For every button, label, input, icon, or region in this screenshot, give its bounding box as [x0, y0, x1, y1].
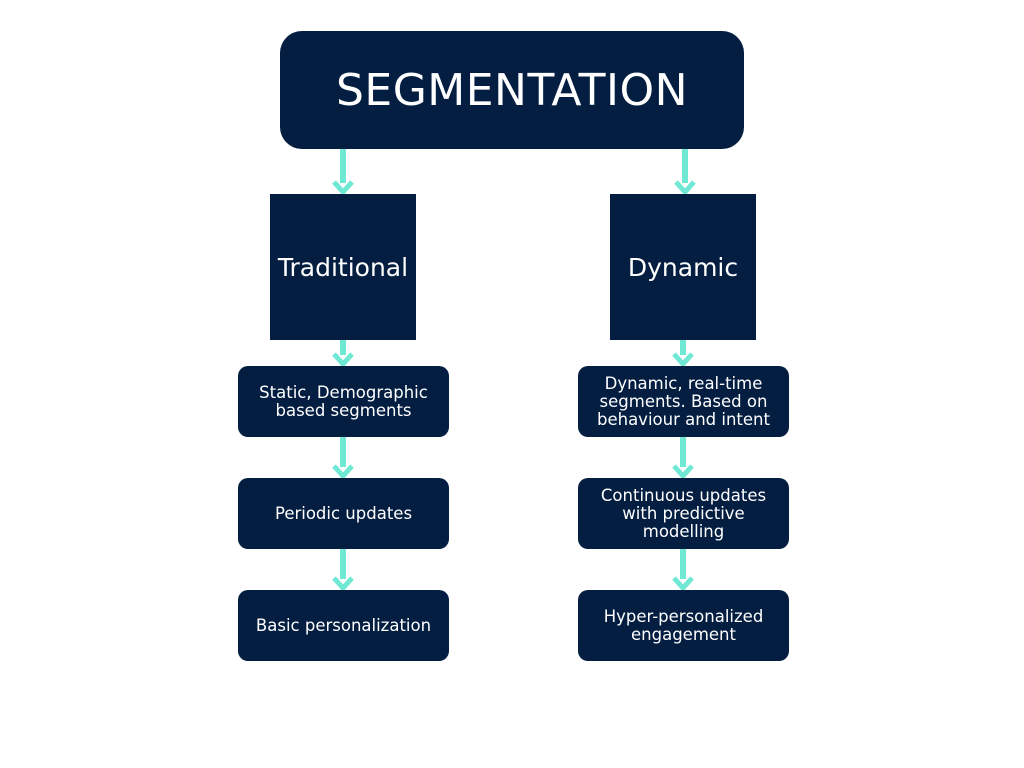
arrow-traditional-item-1-to-2 — [332, 437, 354, 480]
dynamic-item-2: Continuous updates with predictive model… — [578, 478, 789, 549]
arrow-traditional-to-item-1 — [332, 340, 354, 368]
item-label: Hyper-personalized engagement — [603, 606, 764, 644]
root-node-segmentation: SEGMENTATION — [280, 31, 744, 149]
arrow-dynamic-item-2-to-3 — [672, 549, 694, 592]
branch-node-dynamic: Dynamic — [610, 194, 756, 340]
branch-node-traditional: Traditional — [270, 194, 416, 340]
branch-node-label: Traditional — [277, 252, 409, 282]
item-label: Static, Demographic based segments — [259, 382, 428, 420]
traditional-item-2: Periodic updates — [238, 478, 449, 549]
traditional-item-3: Basic personalization — [238, 590, 449, 661]
dynamic-item-3: Hyper-personalized engagement — [578, 590, 789, 661]
item-label: Continuous updates with predictive model… — [600, 485, 767, 541]
dynamic-item-1: Dynamic, real-time segments. Based on be… — [578, 366, 789, 437]
root-node-label: SEGMENTATION — [335, 64, 689, 116]
traditional-item-1: Static, Demographic based segments — [238, 366, 449, 437]
item-label: Periodic updates — [274, 503, 413, 523]
arrow-dynamic-to-item-1 — [672, 340, 694, 368]
arrow-root-to-dynamic — [674, 149, 696, 196]
arrow-root-to-traditional — [332, 149, 354, 196]
branch-node-label: Dynamic — [627, 252, 739, 282]
item-label: Basic personalization — [255, 615, 432, 635]
item-label: Dynamic, real-time segments. Based on be… — [596, 373, 770, 429]
arrow-traditional-item-2-to-3 — [332, 549, 354, 592]
arrow-dynamic-item-1-to-2 — [672, 437, 694, 480]
